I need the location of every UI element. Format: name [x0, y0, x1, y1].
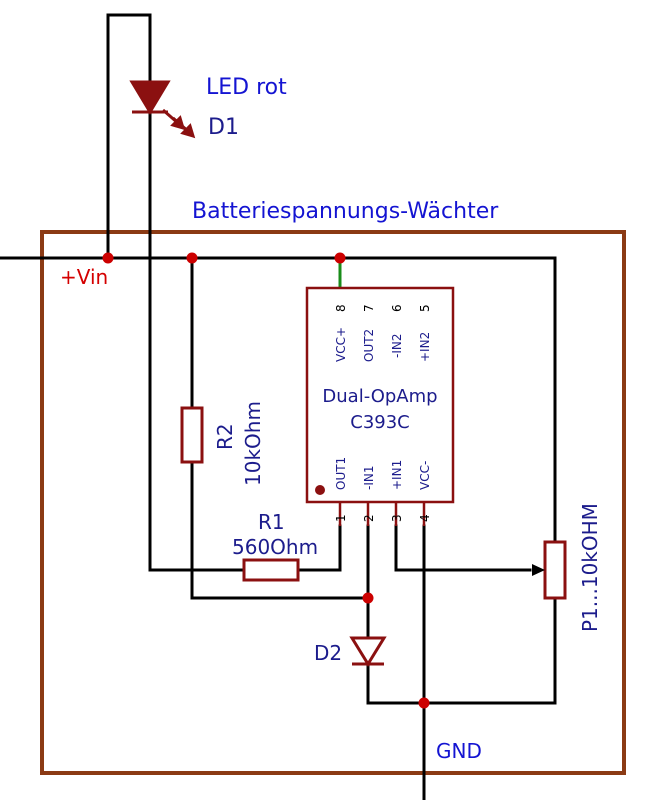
module-frame [40, 230, 626, 775]
pot-body [543, 540, 567, 600]
pin-1-name: OUT1 [334, 457, 348, 490]
pin-3-name: +IN1 [390, 460, 404, 490]
wires [0, 13, 557, 800]
junctions [102, 252, 430, 709]
pin-1-num: 1 [334, 514, 348, 522]
r1-value: 560Ohm [232, 535, 318, 559]
pin1-marker-icon [315, 485, 325, 495]
resistor-r2 [180, 406, 204, 464]
resistor-r1 [242, 558, 300, 582]
module-title: Batteriespannungs-Wächter [192, 199, 499, 224]
led-ref: D1 [208, 115, 239, 140]
p1-label: P1...10kOHM [578, 503, 602, 632]
junction-ref-node [362, 592, 374, 604]
led-d1 [129, 80, 196, 139]
pin-2-name: -IN1 [362, 466, 376, 490]
diode-triangle-icon [349, 636, 387, 667]
vin-label: +Vin [60, 265, 108, 289]
pin-3-num: 3 [390, 514, 404, 522]
r2-value: 10kOhm [241, 401, 265, 486]
pin-7-name: OUT2 [362, 329, 376, 362]
junction-gnd [418, 697, 430, 709]
pot-wiper-arrow-icon [532, 564, 545, 576]
pin-2-num: 2 [362, 514, 376, 522]
ic-name: Dual-OpAmp [322, 386, 437, 407]
d2-ref: D2 [314, 641, 342, 665]
pin-4-num: 4 [418, 514, 432, 522]
junction-vin-r2 [186, 252, 198, 264]
junction-vin-vcc [334, 252, 346, 264]
ic-c393c: 8 7 6 5 VCC+ OUT2 -IN2 +IN2 OUT1 -IN1 +I… [305, 286, 455, 526]
pin-8-num: 8 [334, 304, 348, 312]
led-label: LED rot [206, 75, 287, 100]
junction-vin-led [102, 252, 114, 264]
r2-ref: R2 [213, 423, 237, 450]
pin-6-name: -IN2 [390, 334, 404, 358]
r1-ref: R1 [258, 510, 285, 534]
pin-7-num: 7 [362, 304, 376, 312]
led-ray-2-arrow-icon [180, 123, 196, 139]
gnd-label: GND [436, 739, 482, 763]
pin-4-name: VCC- [418, 461, 432, 490]
led-triangle-icon [129, 80, 171, 115]
diode-d2 [349, 636, 387, 667]
pin-5-name: +IN2 [418, 332, 432, 362]
ic-body [305, 286, 455, 504]
ic-part: C393C [350, 412, 410, 433]
potentiometer-p1 [532, 540, 567, 600]
pin-5-num: 5 [418, 304, 432, 312]
pin-8-name: VCC+ [334, 327, 348, 362]
pin-6-num: 6 [390, 304, 404, 312]
